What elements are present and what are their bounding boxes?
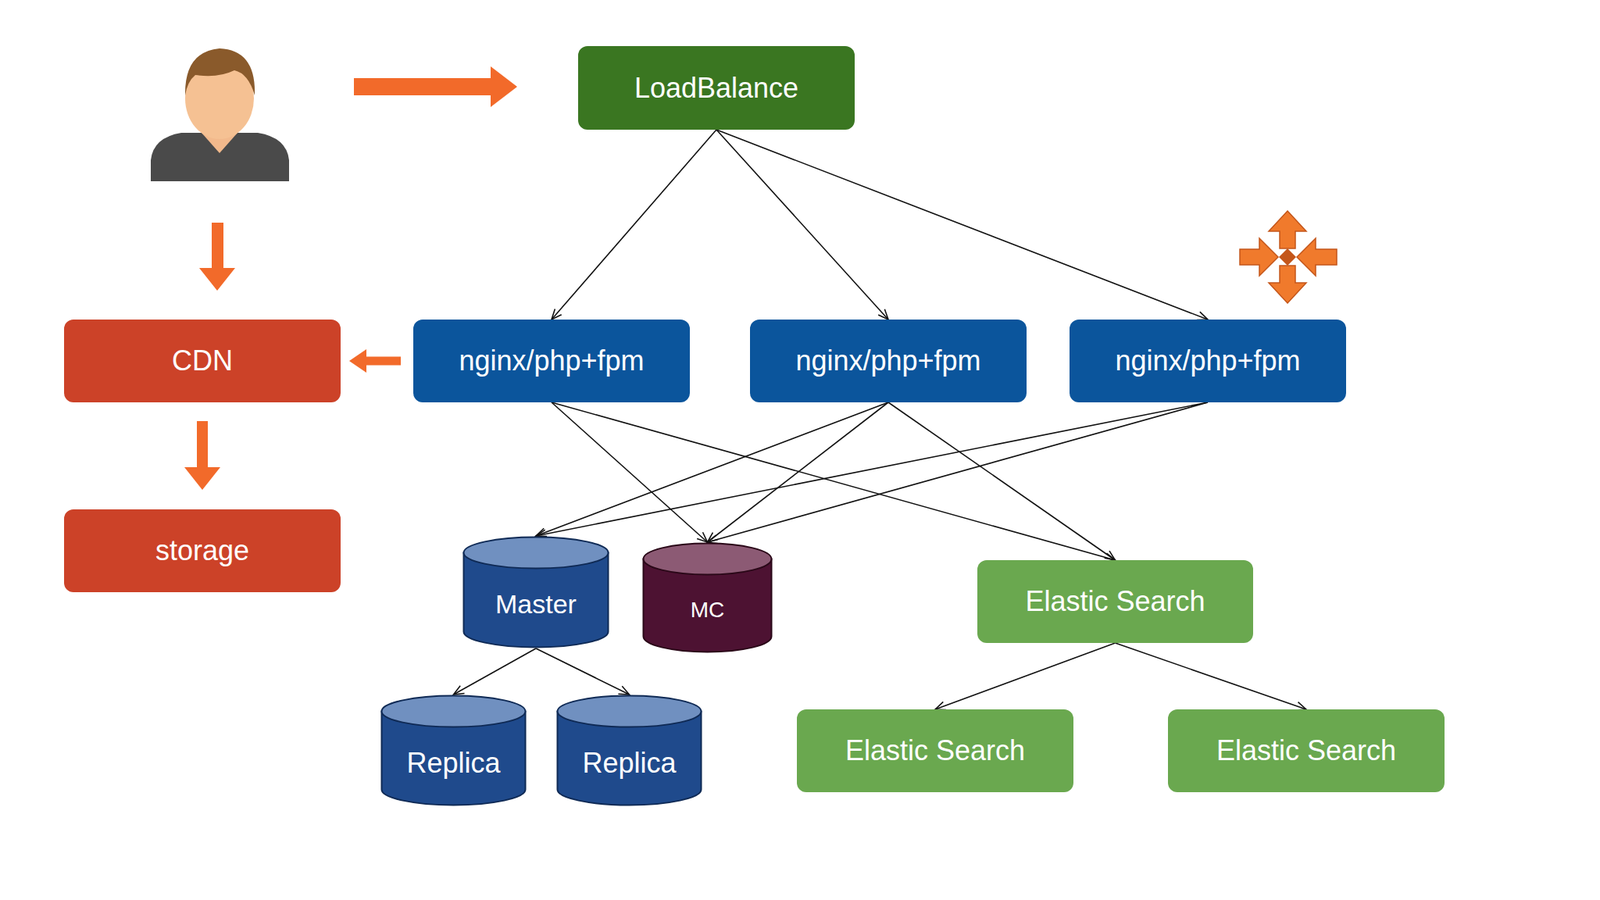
scale-center: [1278, 248, 1297, 266]
cylinder-top: [643, 543, 772, 575]
arrow-shaft: [707, 402, 890, 543]
node-label: Replica: [406, 746, 500, 779]
cylinder-top: [464, 537, 609, 569]
arrow-shaft: [707, 402, 1209, 543]
node-label: Elastic Search: [1025, 585, 1205, 618]
arrow-shaft: [366, 357, 401, 366]
node-label: nginx/php+fpm: [1114, 344, 1300, 377]
arrow-head: [1196, 311, 1208, 320]
arrow-head: [707, 535, 719, 544]
connector-arrow: [716, 129, 1208, 320]
user-hair: [185, 48, 255, 96]
arrow-shaft: [551, 402, 1116, 561]
node-label: LoadBalance: [634, 71, 799, 104]
node-label: Master: [495, 589, 577, 620]
scaling-icon: [1239, 210, 1337, 304]
arrow-shaft: [551, 129, 717, 320]
content-arrow: [349, 349, 401, 373]
connector-arrow: [535, 402, 1208, 539]
node-label: Elastic Search: [845, 734, 1025, 767]
server-box: LoadBalance: [578, 46, 855, 130]
arrow-head: [184, 467, 221, 490]
arrow-shaft: [1115, 642, 1308, 710]
node-label: Elastic Search: [1216, 734, 1397, 767]
user-icon: [150, 48, 290, 182]
server-box: Elastic Search: [977, 560, 1254, 643]
cylinder-top: [382, 696, 526, 728]
arrow-shaft: [535, 402, 1208, 536]
server-box: nginx/php+fpm: [750, 319, 1027, 403]
arrow-shaft: [535, 648, 630, 695]
connector-arrow: [707, 402, 890, 543]
server-box: Elastic Search: [1167, 709, 1445, 793]
server-box: CDN: [64, 319, 341, 403]
connector-arrow: [535, 402, 889, 537]
database-cylinder: Master: [462, 535, 610, 649]
arrow-head: [617, 685, 629, 695]
scale-arrow: [1296, 238, 1337, 276]
arrow-head: [551, 309, 562, 320]
connector-arrow: [716, 129, 889, 320]
arrow-head: [1104, 550, 1116, 561]
server-box: nginx/php+fpm: [1069, 319, 1347, 403]
scale-arrow: [1268, 265, 1307, 304]
database-cylinder: Replica: [556, 694, 703, 807]
node-label: Replica: [582, 746, 676, 779]
database-cylinder: MC: [642, 542, 773, 654]
scale-arrow: [1268, 210, 1307, 249]
arrow-head: [878, 309, 889, 320]
connector-arrow: [535, 648, 630, 695]
arrow-shaft: [716, 129, 1208, 320]
server-box: storage: [64, 509, 341, 593]
connector-arrow: [551, 129, 717, 320]
database-cylinder: Replica: [380, 694, 527, 807]
arrow-shaft: [196, 421, 208, 468]
node-label: MC: [690, 597, 725, 623]
arrow-head: [453, 685, 465, 695]
content-arrow: [184, 421, 221, 490]
request-arrow: [199, 222, 236, 291]
connector-arrow: [1115, 642, 1308, 711]
connector-arrow: [935, 642, 1116, 711]
node-label: nginx/php+fpm: [458, 344, 644, 377]
request-arrow: [353, 66, 518, 108]
arrow-shaft: [888, 402, 1116, 561]
server-box: nginx/php+fpm: [413, 319, 690, 403]
node-label: CDN: [171, 344, 233, 377]
server-box: Elastic Search: [796, 709, 1074, 793]
connector-arrow: [888, 402, 1116, 561]
arrow-shaft: [716, 129, 889, 320]
arrow-shaft: [453, 648, 537, 695]
arrow-head: [696, 532, 708, 543]
connector-arrow: [453, 648, 537, 695]
arrow-shaft: [535, 402, 889, 536]
cylinder-top: [557, 696, 702, 728]
arrow-head: [349, 349, 367, 373]
connector-arrow: [551, 402, 1116, 562]
user-body: [150, 132, 290, 182]
node-label: storage: [155, 534, 250, 567]
scale-arrow: [1239, 238, 1279, 276]
node-label: nginx/php+fpm: [795, 344, 981, 377]
arrow-shaft: [935, 642, 1116, 710]
connector-arrow: [707, 402, 1209, 544]
